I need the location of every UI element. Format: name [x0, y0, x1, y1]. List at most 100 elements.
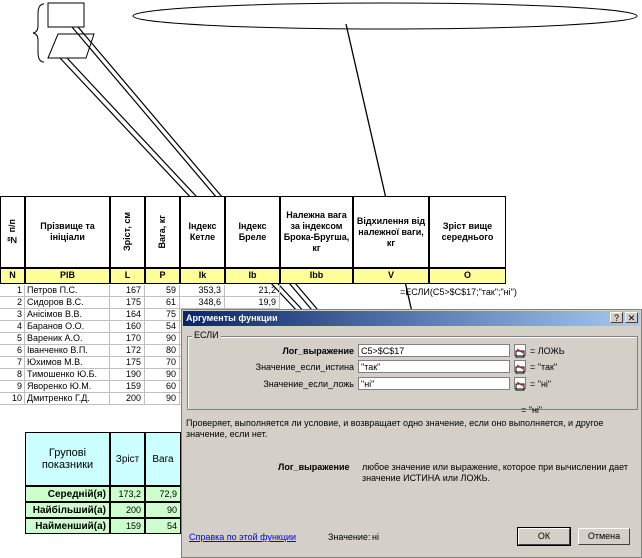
arg2-label: Значение_если_истина	[255, 362, 354, 372]
dialog-title: Аргументы функции	[186, 313, 278, 323]
table-cell-name[interactable]: Дмитренко Г.Д.	[25, 393, 110, 405]
rectangle-shape	[47, 2, 85, 28]
group-cell-w[interactable]: 90	[145, 502, 181, 518]
table-cell-p[interactable]: 54	[145, 321, 180, 333]
ellipse-shape	[132, 2, 638, 30]
code-pib: PIB	[25, 268, 110, 284]
code-n: N	[0, 268, 25, 284]
table-cell-name[interactable]: Яворенко Ю.М.	[25, 381, 110, 393]
col-header-number: № п/п	[0, 196, 25, 268]
table-cell-p[interactable]: 80	[145, 345, 180, 357]
table-cell-l[interactable]: 167	[110, 285, 145, 297]
table-cell-p[interactable]: 61	[145, 297, 180, 309]
arg1-result: = ЛОЖЬ	[530, 346, 565, 356]
args-groupbox	[187, 336, 638, 410]
col-header-weight: Вага, кг	[145, 196, 180, 268]
detail-arg-label: Лог_выражение	[278, 462, 350, 472]
table-cell-l[interactable]: 175	[110, 297, 145, 309]
table-cell-n[interactable]: 5	[0, 333, 25, 345]
table-cell-n[interactable]: 10	[0, 393, 25, 405]
table-cell-p[interactable]: 90	[145, 369, 180, 381]
code-ib: Ib	[225, 268, 280, 284]
table-cell-n[interactable]: 3	[0, 309, 25, 321]
group-cell-label[interactable]: Найменший(а)	[25, 518, 110, 534]
table-cell-ik[interactable]: 348,6	[180, 297, 225, 309]
group-cell-w[interactable]: 72,9	[145, 486, 181, 502]
table-cell-n[interactable]: 4	[0, 321, 25, 333]
table-cell-l[interactable]: 190	[110, 369, 145, 381]
group-cell-label[interactable]: Найбільший(а)	[25, 502, 110, 518]
group-cell-label[interactable]: Середній(я)	[25, 486, 110, 502]
col-header-brele: Індекс Бреле	[225, 196, 280, 268]
table-cell-name[interactable]: Тимошенко Ю.Б.	[25, 369, 110, 381]
arg3-label: Значение_если_ложь	[263, 379, 354, 389]
function-description: Проверяет, выполняется ли условие, и воз…	[186, 418, 604, 439]
table-cell-n[interactable]: 9	[0, 381, 25, 393]
group-col-height: Зріст	[110, 432, 145, 486]
table-cell-l[interactable]: 172	[110, 345, 145, 357]
ok-button[interactable]: ОК	[517, 527, 571, 546]
arg1-input[interactable]: C5>$C$17	[358, 344, 510, 357]
table-cell-p[interactable]: 60	[145, 381, 180, 393]
table-cell-l[interactable]: 160	[110, 321, 145, 333]
function-arguments-dialog: Аргументы функции ? ✕ ЕСЛИ Лог_выражение…	[181, 309, 642, 558]
dialog-title-bar[interactable]: Аргументы функции	[183, 311, 640, 326]
table-cell-p[interactable]: 59	[145, 285, 180, 297]
value-label: Значение:	[328, 532, 371, 542]
group-title: Групові показники	[25, 432, 110, 486]
formula-text: =ЕСЛИ(C5>$C$17;"так";"ні")	[400, 287, 517, 297]
col-header-above-avg: Зріст вище середнього	[429, 196, 506, 268]
group-col-weight: Вага	[145, 432, 181, 486]
table-cell-n[interactable]: 6	[0, 345, 25, 357]
arg2-ref-icon[interactable]	[514, 360, 526, 374]
group-cell-h[interactable]: 200	[110, 502, 145, 518]
function-name-label: ЕСЛИ	[192, 330, 221, 340]
table-cell-ib[interactable]: 21,2	[225, 285, 280, 297]
arg1-ref-icon[interactable]	[514, 344, 526, 358]
table-cell-ik[interactable]: 353,3	[180, 285, 225, 297]
group-cell-h[interactable]: 173,2	[110, 486, 145, 502]
col-header-name: Прізвище та ініціали	[25, 196, 110, 268]
arrow-rectangle	[77, 26, 363, 363]
table-cell-l[interactable]: 175	[110, 357, 145, 369]
code-v: V	[353, 268, 429, 284]
close-icon[interactable]: ✕	[625, 312, 638, 323]
col-header-broka: Належна вага за індексом Брока-Бругша, к…	[280, 196, 353, 268]
table-cell-p[interactable]: 90	[145, 333, 180, 345]
table-cell-l[interactable]: 159	[110, 381, 145, 393]
table-cell-name[interactable]: Вареник А.О.	[25, 333, 110, 345]
table-cell-name[interactable]: Анісімов В.В.	[25, 309, 110, 321]
table-cell-ib[interactable]: 19,9	[225, 297, 280, 309]
arg3-ref-icon[interactable]	[514, 377, 526, 391]
table-cell-n[interactable]: 2	[0, 297, 25, 309]
table-cell-p[interactable]: 90	[145, 393, 180, 405]
cancel-button[interactable]: Отмена	[578, 528, 630, 545]
table-cell-p[interactable]: 70	[145, 357, 180, 369]
table-cell-name[interactable]: Сидоров В.С.	[25, 297, 110, 309]
help-link[interactable]: Справка по этой функции	[189, 532, 297, 542]
table-cell-name[interactable]: Іванченко В.П.	[25, 345, 110, 357]
arg2-input[interactable]: "так"	[358, 360, 510, 373]
table-cell-name[interactable]: Баранов О.О.	[25, 321, 110, 333]
value-text: ні	[372, 532, 379, 542]
table-cell-p[interactable]: 75	[145, 309, 180, 321]
table-cell-l[interactable]: 164	[110, 309, 145, 321]
code-ik: Ik	[180, 268, 225, 284]
table-cell-name[interactable]: Петров П.С.	[25, 285, 110, 297]
table-cell-n[interactable]: 8	[0, 369, 25, 381]
arg3-input[interactable]: "ні"	[358, 377, 510, 390]
help-icon[interactable]: ?	[610, 312, 623, 323]
arrow-ellipse	[345, 23, 424, 349]
arg1-label: Лог_выражение	[282, 346, 354, 356]
group-cell-w[interactable]: 54	[145, 518, 181, 534]
group-cell-h[interactable]: 159	[110, 518, 145, 534]
table-cell-l[interactable]: 170	[110, 333, 145, 345]
col-header-height: Зріст, см	[110, 196, 145, 268]
table-cell-name[interactable]: Юхимов М.В.	[25, 357, 110, 369]
table-cell-n[interactable]: 7	[0, 357, 25, 369]
detail-arg-text: любое значение или выражение, которое пр…	[362, 462, 628, 483]
code-l: L	[110, 268, 145, 284]
table-cell-l[interactable]: 200	[110, 393, 145, 405]
table-cell-n[interactable]: 1	[0, 285, 25, 297]
